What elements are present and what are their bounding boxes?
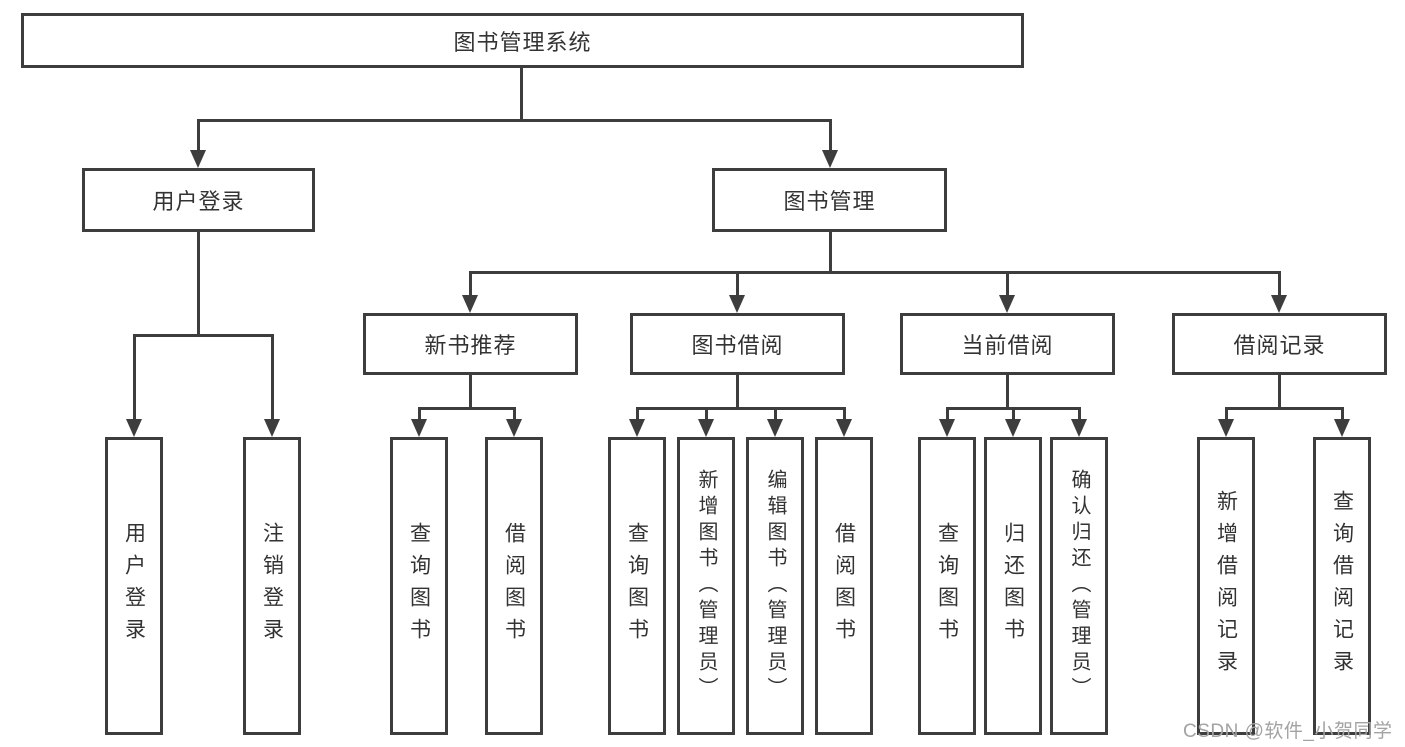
edge-bookmgmt-drop-4 xyxy=(1278,271,1281,297)
arrowhead-book-borrow xyxy=(729,295,745,313)
node-current-borrow: 当前借阅 xyxy=(900,313,1115,375)
edge-root-drop-left xyxy=(197,119,200,152)
leaf-nb-query-books: 查询图书 xyxy=(390,437,448,735)
node-new-books: 新书推荐 xyxy=(363,313,578,375)
arrowhead-cb-return xyxy=(1005,419,1021,437)
arrowhead-bb-query xyxy=(629,419,645,437)
arrowhead-cb-confirm xyxy=(1071,419,1087,437)
csdn-watermark: CSDN @软件_小贺同学 xyxy=(1183,721,1393,742)
arrowhead-current-borrow xyxy=(999,295,1015,313)
arrowhead-bb-borrow xyxy=(836,419,852,437)
node-borrow-records: 借阅记录 xyxy=(1172,313,1387,375)
edge-bookborrow-drop-3 xyxy=(774,407,777,421)
edge-userlogin-drop-2 xyxy=(271,334,274,421)
arrowhead-rec-add xyxy=(1218,419,1234,437)
edge-bookmgmt-bar xyxy=(469,271,1281,274)
leaf-bb-edit-books-admin: 编辑图书（管理员） xyxy=(746,437,804,735)
edge-root-drop-right xyxy=(829,119,832,152)
edge-newbooks-bar xyxy=(418,407,516,410)
node-root-system: 图书管理系统 xyxy=(21,13,1024,68)
edge-records-stub xyxy=(1278,375,1281,408)
edge-currentborrow-drop-2 xyxy=(1012,407,1015,421)
edge-currentborrow-drop-3 xyxy=(1078,407,1081,421)
leaf-cb-confirm-return-admin: 确认归还（管理员） xyxy=(1050,437,1108,735)
edge-root-bar xyxy=(197,119,831,122)
node-book-mgmt: 图书管理 xyxy=(712,168,947,232)
edge-bookborrow-drop-1 xyxy=(636,407,639,421)
leaf-bb-borrow-books: 借阅图书 xyxy=(815,437,873,735)
node-book-borrow: 图书借阅 xyxy=(630,313,845,375)
edge-bookborrow-bar xyxy=(636,407,846,410)
arrowhead-bb-add xyxy=(698,419,714,437)
arrowhead-login-leaf xyxy=(126,419,142,437)
arrowhead-borrow-records xyxy=(1271,295,1287,313)
leaf-bb-add-books-admin: 新增图书（管理员） xyxy=(677,437,735,735)
edge-records-drop-1 xyxy=(1225,407,1228,421)
edge-bookmgmt-drop-2 xyxy=(736,271,739,297)
edge-bookborrow-drop-2 xyxy=(705,407,708,421)
node-user-login: 用户登录 xyxy=(82,168,315,232)
edge-currentborrow-drop-1 xyxy=(946,407,949,421)
edge-bookmgmt-drop-3 xyxy=(1006,271,1009,297)
edge-newbooks-drop-2 xyxy=(513,407,516,421)
edge-userlogin-stub xyxy=(197,232,200,335)
arrowhead-new-books xyxy=(462,295,478,313)
edge-bookmgmt-stub xyxy=(829,232,832,272)
arrowhead-nb-borrow xyxy=(506,419,522,437)
leaf-rec-add-record: 新增借阅记录 xyxy=(1197,437,1255,735)
arrowhead-rec-query xyxy=(1334,419,1350,437)
edge-bookmgmt-drop-1 xyxy=(469,271,472,297)
arrowhead-bb-edit xyxy=(767,419,783,437)
leaf-logout: 注销登录 xyxy=(243,437,301,735)
edge-root-stub xyxy=(520,68,523,120)
edge-currentborrow-stub xyxy=(1006,375,1009,408)
edge-userlogin-drop-1 xyxy=(133,334,136,421)
arrowhead-cb-query xyxy=(939,419,955,437)
arrowhead-nb-query xyxy=(411,419,427,437)
arrowhead-user-login xyxy=(190,150,206,168)
edge-userlogin-bar xyxy=(133,334,273,337)
edge-records-drop-2 xyxy=(1341,407,1344,421)
edge-bookborrow-stub xyxy=(736,375,739,408)
leaf-rec-query-record: 查询借阅记录 xyxy=(1313,437,1371,735)
edge-newbooks-stub xyxy=(469,375,472,408)
arrowhead-logout-leaf xyxy=(264,419,280,437)
arrowhead-book-mgmt xyxy=(822,150,838,168)
leaf-nb-borrow-books: 借阅图书 xyxy=(485,437,543,735)
edge-records-bar xyxy=(1225,407,1344,410)
leaf-bb-query-books: 查询图书 xyxy=(608,437,666,735)
leaf-user-login: 用户登录 xyxy=(105,437,163,735)
leaf-cb-return-books: 归还图书 xyxy=(984,437,1042,735)
edge-bookborrow-drop-4 xyxy=(843,407,846,421)
edge-newbooks-drop-1 xyxy=(418,407,421,421)
leaf-cb-query-books: 查询图书 xyxy=(918,437,976,735)
